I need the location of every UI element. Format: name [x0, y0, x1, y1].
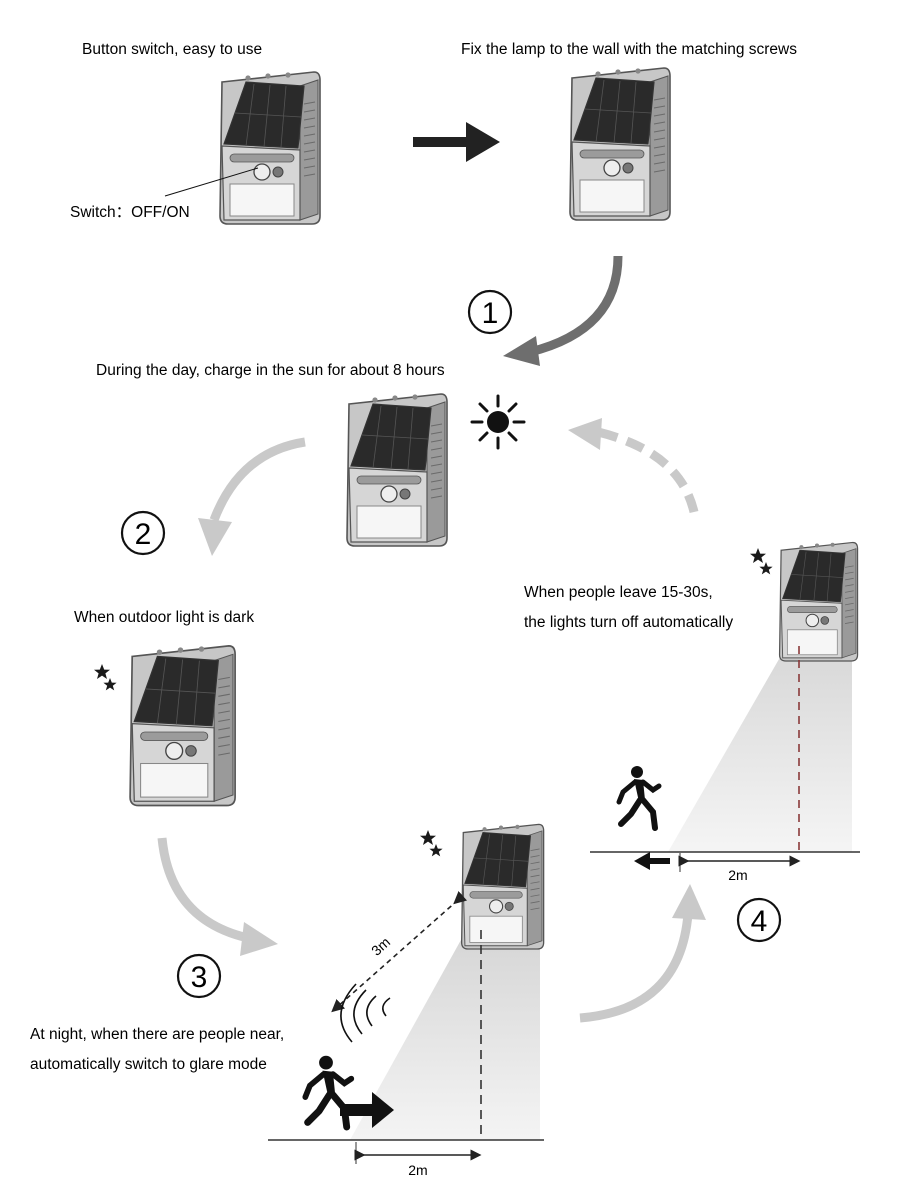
caption-people-leave-1: When people leave 15-30s,: [524, 584, 713, 601]
light-beam-step4: [668, 640, 852, 852]
moon-stars-icon-step4: [724, 540, 773, 580]
step-1-badge: 1: [467, 289, 513, 335]
arrow-curve-to-dark: [209, 437, 306, 522]
caption-charge-day: During the day, charge in the sun for ab…: [96, 362, 445, 379]
step-3-badge: 3: [176, 953, 222, 999]
sensor-waves-icon: [340, 983, 391, 1043]
step-4-number: 4: [751, 905, 768, 938]
distance-label-step3: 2m: [408, 1162, 427, 1178]
lamp-step3: [460, 823, 545, 950]
caption-outdoor-dark: When outdoor light is dark: [74, 609, 254, 626]
step-3-number: 3: [191, 961, 208, 994]
step-2-badge: 2: [120, 510, 166, 556]
moon-stars-icon-step3: [394, 822, 443, 862]
arrow-curve-to-step4-head: [672, 884, 706, 920]
distance-label-step4: 2m: [728, 867, 747, 883]
switch-pointer-line: [164, 167, 259, 197]
arrow-curve-to-dark-head: [198, 518, 232, 556]
caption-people-leave-2: the lights turn off automatically: [524, 614, 733, 631]
distance-label-sense: 3m: [368, 934, 393, 959]
sensing-range-line: [331, 890, 468, 1013]
lamp-dark: [129, 645, 236, 807]
light-beam-step3: [350, 920, 540, 1140]
arrow-dashed-return-head: [568, 418, 602, 450]
lamp-step-wall: [569, 67, 671, 221]
arrow-approach-right: [340, 1092, 394, 1128]
arrow-dashed-return: [596, 427, 699, 514]
runner-icon-step4: [619, 766, 659, 828]
arrow-curve-to-step3: [157, 837, 250, 943]
arrow-curve-to-charge: [528, 255, 623, 357]
arrow-right-dark: [413, 122, 500, 162]
caption-night-near-1: At night, when there are people near,: [30, 1026, 284, 1043]
step-2-number: 2: [135, 518, 152, 551]
sun-icon: [470, 394, 526, 450]
caption-button-switch: Button switch, easy to use: [82, 41, 262, 58]
lamp-step-switch: [219, 71, 321, 225]
lamp-step4: [778, 541, 859, 662]
arrow-curve-to-step4: [579, 913, 693, 1023]
arrow-curve-to-step3-head: [240, 922, 278, 956]
caption-switch-label: Switch：OFF/ON: [70, 204, 190, 221]
step-1-number: 1: [482, 297, 499, 330]
caption-night-near-2: automatically switch to glare mode: [30, 1056, 267, 1073]
caption-fix-lamp: Fix the lamp to the wall with the matchi…: [461, 41, 797, 58]
moon-stars-icon-step2: [68, 656, 117, 696]
runner-icon-step3: [305, 1056, 351, 1127]
arrow-curve-to-charge-head: [503, 336, 540, 366]
lamp-charging: [346, 393, 448, 547]
step-4-badge: 4: [736, 897, 782, 943]
arrow-leave-left: [634, 852, 670, 870]
